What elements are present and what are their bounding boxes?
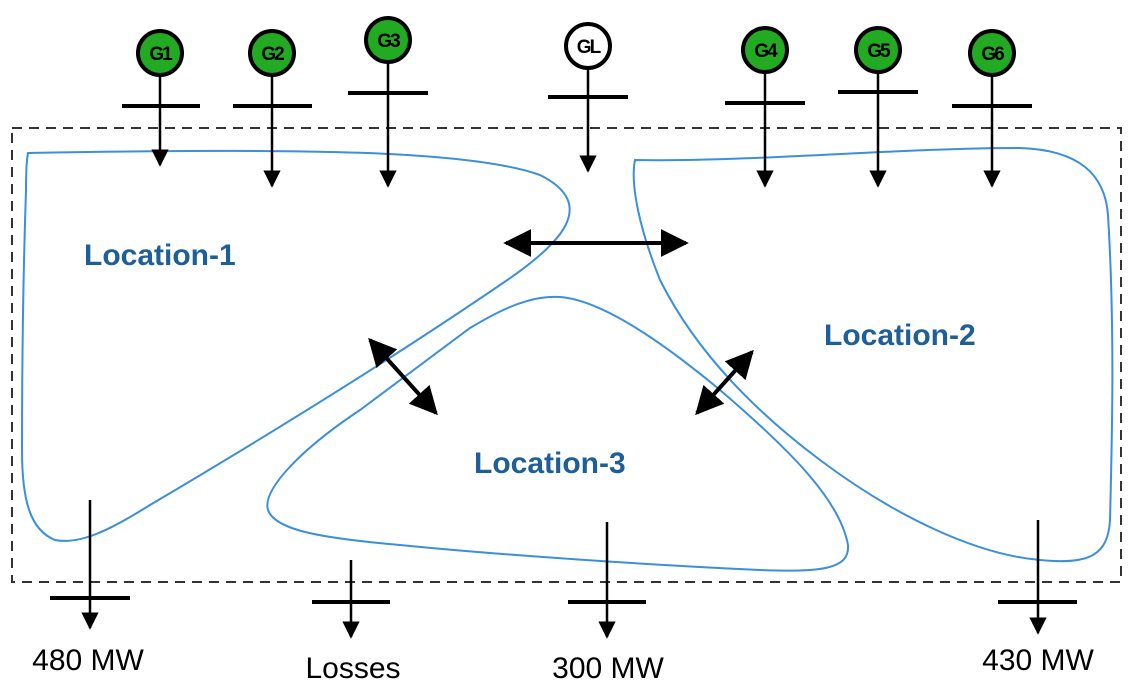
generator-G5: G5: [854, 26, 902, 74]
load-label-losses: Losses: [305, 652, 400, 685]
generator-label: GL: [577, 37, 602, 58]
load-feeders: [50, 500, 1077, 639]
load-label-480: 480 MW: [32, 644, 144, 677]
location-3-label: Location-3: [474, 447, 626, 480]
location-2-label: Location-2: [824, 319, 976, 352]
location-3-region: [266, 295, 850, 572]
generator-label: G5: [867, 41, 891, 62]
generator-label: G3: [377, 31, 400, 52]
location-1-label: Location-1: [84, 239, 236, 272]
load-label-300: 300 MW: [552, 652, 664, 685]
system-boundary-box: [11, 127, 1122, 583]
generator-label: G6: [981, 44, 1004, 65]
generator-G6: G6: [968, 29, 1016, 77]
generator-GL: GL: [564, 22, 612, 70]
interchange-arrow-1-3: [368, 337, 438, 416]
generator-G3: G3: [364, 16, 412, 64]
location-2-region: [632, 146, 1114, 563]
load-label-430: 430 MW: [982, 644, 1094, 677]
generator-label: G1: [149, 44, 173, 65]
generator-G2: G2: [248, 29, 296, 77]
generator-G1: G1: [136, 29, 184, 77]
generator-label: G2: [261, 44, 284, 65]
interchange-arrows: [368, 229, 754, 416]
generator-feeders: [122, 62, 1032, 188]
generator-label: G4: [754, 41, 778, 62]
interchange-arrow-2-3: [695, 349, 754, 416]
generator-G4: G4: [741, 26, 789, 74]
location-1-region: [20, 149, 571, 542]
